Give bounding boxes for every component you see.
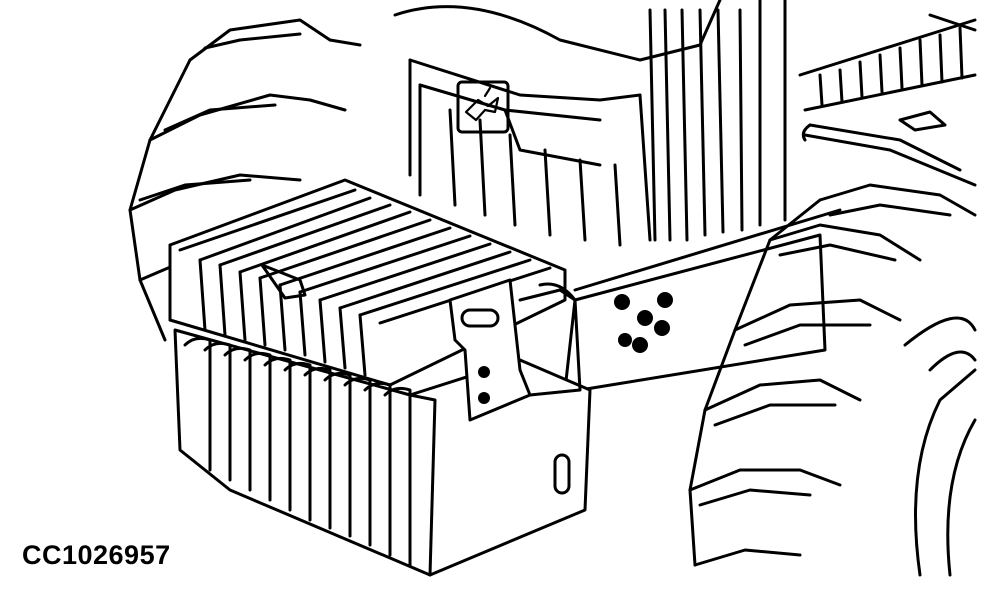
figure-code-label: CC1026957 [22, 540, 171, 570]
left-tire-tread [128, 18, 362, 342]
weight-mounting-bracket [448, 278, 582, 495]
front-frame-bracket [563, 123, 977, 392]
right-tire-tread [688, 183, 977, 577]
tractor-hood [393, 0, 977, 247]
deer-logo-emblem [456, 80, 510, 134]
